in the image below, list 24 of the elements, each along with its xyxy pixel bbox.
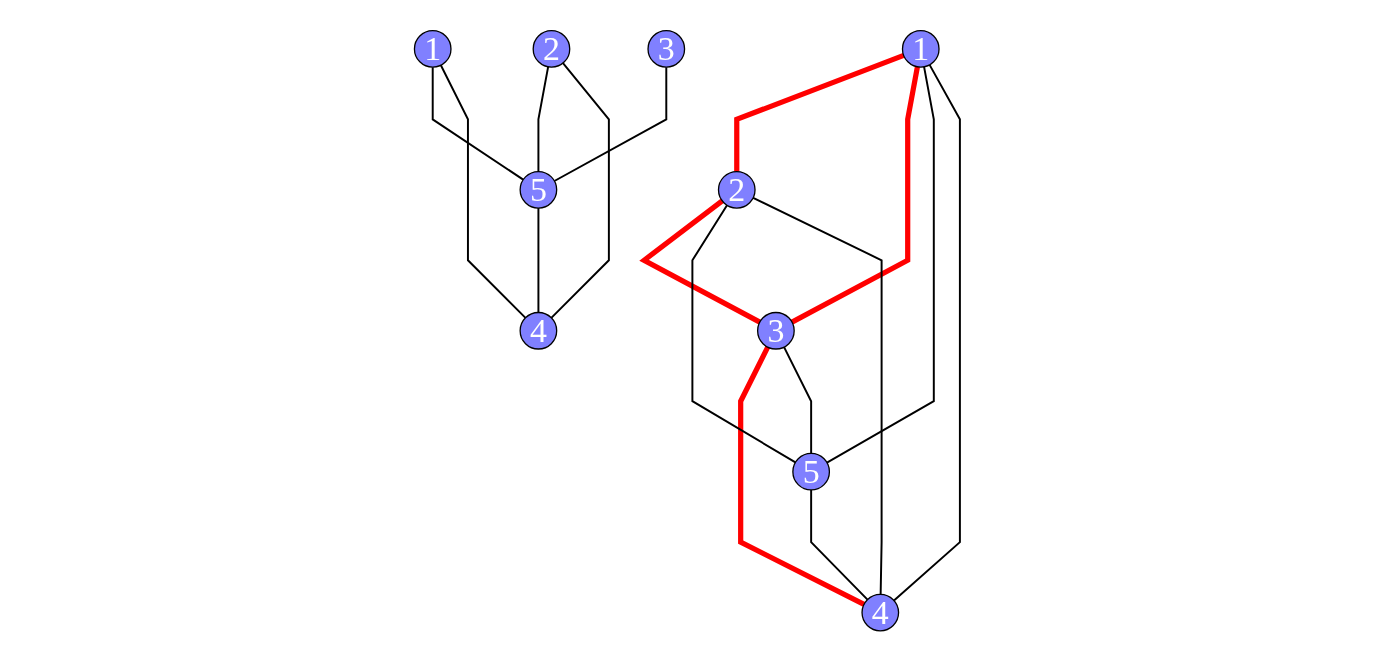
connector bbox=[439, 64, 527, 320]
connector bbox=[537, 207, 540, 314]
connector bbox=[790, 66, 920, 325]
connector bbox=[892, 64, 961, 602]
node-circle: 5 bbox=[519, 171, 558, 209]
node-circle: 4 bbox=[861, 593, 900, 632]
connector bbox=[639, 199, 761, 325]
node-circle: 1 bbox=[901, 30, 940, 69]
connector bbox=[550, 62, 610, 320]
node-circle: 3 bbox=[756, 312, 795, 350]
node-circle: 5 bbox=[792, 453, 830, 491]
node-circle: 4 bbox=[519, 312, 558, 350]
node-circle: 3 bbox=[647, 30, 686, 69]
connector bbox=[537, 66, 549, 173]
connector bbox=[553, 66, 668, 183]
connector bbox=[737, 346, 865, 607]
node-circle: 1 bbox=[413, 30, 452, 69]
connector bbox=[734, 53, 905, 172]
connector bbox=[431, 66, 524, 181]
connector bbox=[782, 346, 812, 455]
node-circle: 2 bbox=[717, 171, 756, 209]
connector bbox=[752, 197, 883, 596]
node-circle: 2 bbox=[532, 30, 571, 69]
connector bbox=[810, 489, 869, 601]
